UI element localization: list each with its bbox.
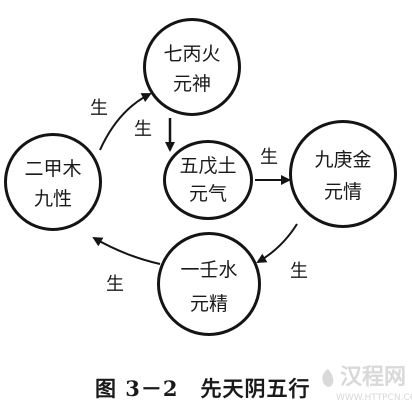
node-left-line1: 二甲木 (24, 158, 82, 180)
node-top: 七丙火 元神 (143, 18, 241, 116)
label-bottom-to-left: 生 (106, 274, 124, 295)
node-center-line2: 元气 (188, 183, 227, 205)
node-right: 九庚金 元情 (289, 120, 397, 228)
node-top-line2: 元神 (172, 73, 211, 95)
node-bottom: 一壬水 元精 (157, 232, 261, 336)
arrow-bottom-to-left (92, 236, 161, 265)
node-left-line2: 九性 (33, 188, 72, 210)
watermark-url: WWW.HTTPCN.COM (336, 393, 412, 403)
watermark: 汉程网 WWW.HTTPCN.COM (318, 365, 412, 409)
watermark-logo-icon (322, 369, 334, 387)
label-right-to-bottom: 生 (290, 261, 308, 282)
node-bottom-line1: 一壬水 (180, 259, 238, 281)
label-center-to-right: 生 (260, 147, 278, 168)
node-right-line1: 九庚金 (314, 149, 372, 171)
arrow-right-to-bottom (256, 223, 298, 264)
watermark-text: 汉程网 (340, 365, 407, 390)
node-center: 五戊土 元气 (163, 140, 253, 220)
label-left-to-top: 生 (90, 98, 108, 119)
figure-caption: 图 3－2 先天阴五行 (95, 376, 311, 401)
node-left: 二甲木 九性 (4, 133, 102, 231)
node-center-line1: 五戊土 (179, 155, 237, 177)
node-top-line1: 七丙火 (163, 43, 221, 65)
node-right-line2: 元情 (323, 181, 362, 203)
label-top-to-center: 生 (134, 119, 152, 140)
node-bottom-line2: 元精 (189, 293, 228, 315)
arrow-left-to-top (99, 93, 152, 151)
